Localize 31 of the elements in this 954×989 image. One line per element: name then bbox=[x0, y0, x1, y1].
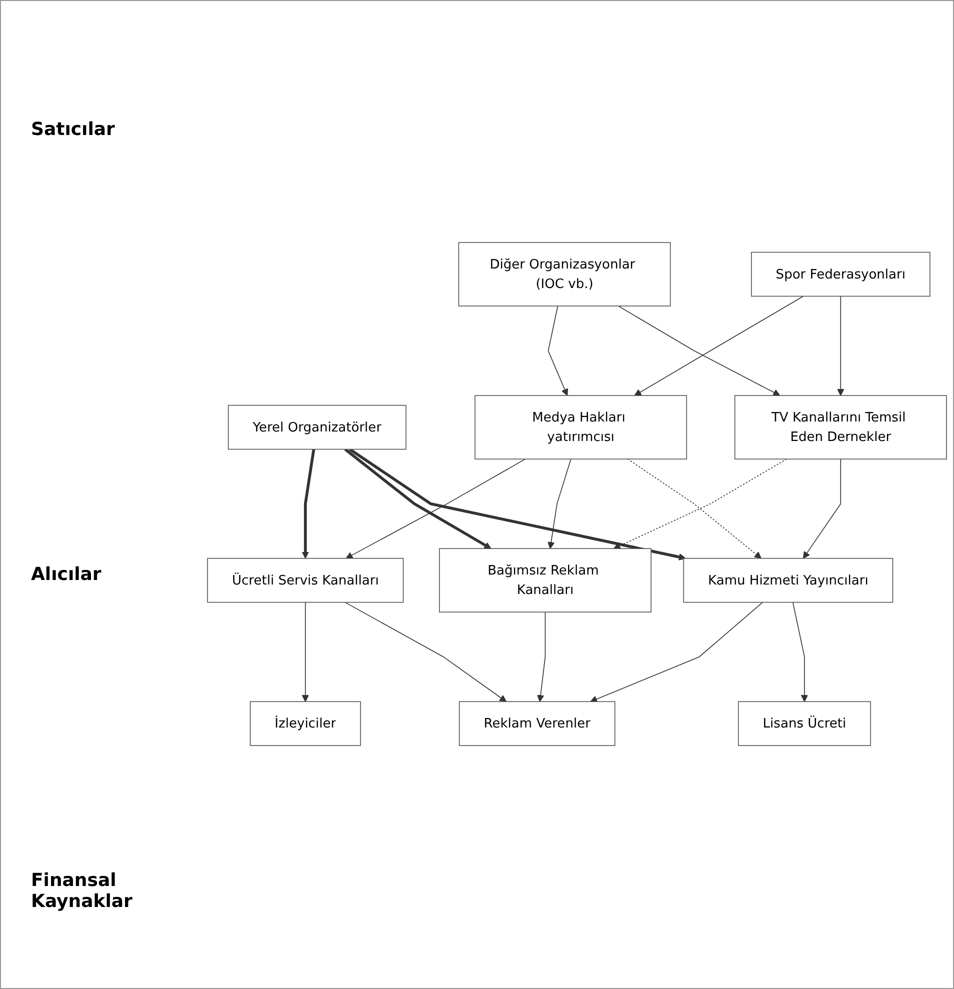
row-label: Alıcılar bbox=[31, 564, 102, 585]
row-label: Satıcılar bbox=[31, 119, 115, 140]
arrow bbox=[634, 296, 804, 396]
arrow bbox=[537, 612, 546, 702]
arrow bbox=[627, 459, 762, 560]
node-box: Spor Federasyonları bbox=[750, 252, 930, 298]
node-box: Yerel Organizatörler bbox=[228, 405, 406, 450]
node-box: Reklam Verenler bbox=[458, 702, 616, 746]
arrow bbox=[302, 450, 316, 560]
node-box: Diğer Organizasyonlar (IOC vb.) bbox=[458, 242, 671, 307]
node-box: Medya Hakları yatırımcısı bbox=[474, 396, 688, 460]
row-label: Finansal Kaynaklar bbox=[31, 870, 134, 912]
arrow bbox=[590, 602, 764, 703]
arrow bbox=[792, 602, 808, 702]
arrow bbox=[302, 602, 309, 702]
arrow bbox=[344, 448, 492, 550]
arrow bbox=[548, 459, 572, 550]
node-box: Ücretli Servis Kanalları bbox=[207, 558, 404, 604]
node-box: Bağımsız Reklam Kanalları bbox=[439, 548, 652, 613]
arrow bbox=[346, 459, 526, 560]
arrow bbox=[348, 448, 686, 561]
arrow bbox=[344, 602, 507, 702]
arrow bbox=[837, 296, 844, 396]
arrow bbox=[802, 459, 842, 560]
arrow bbox=[613, 459, 788, 550]
node-box: Kamu Hizmeti Yayıncıları bbox=[683, 558, 894, 604]
node-box: TV Kanallarını Temsil Eden Dernekler bbox=[734, 396, 947, 460]
arrow bbox=[618, 306, 780, 396]
node-box: Lisans Ücreti bbox=[738, 702, 871, 746]
node-box: İzleyiciler bbox=[250, 702, 361, 746]
arrow bbox=[548, 306, 568, 396]
